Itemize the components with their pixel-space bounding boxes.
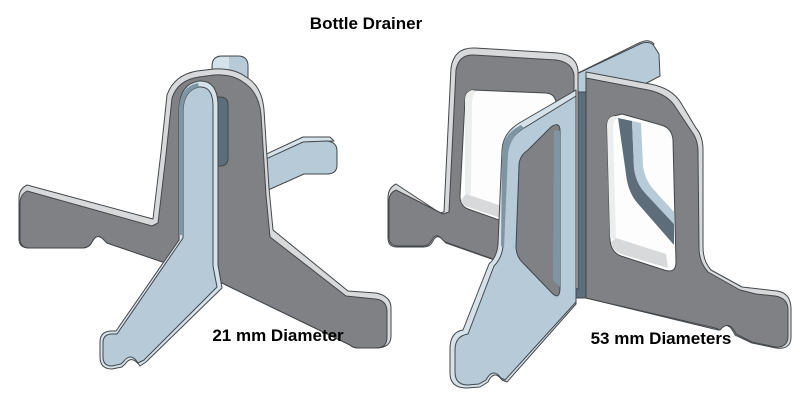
blue-through-window <box>618 118 674 245</box>
right-model <box>387 40 792 389</box>
gray-right-loop <box>585 71 792 349</box>
left-model-label: 21 mm Diameter <box>212 326 344 345</box>
blue-front-piece <box>99 80 223 370</box>
left-model <box>18 55 392 370</box>
right-model-label: 53 mm Diameters <box>590 329 732 348</box>
blue-front-loop <box>449 89 577 389</box>
blue-window <box>515 124 561 297</box>
page-title: Bottle Drainer <box>309 14 423 33</box>
